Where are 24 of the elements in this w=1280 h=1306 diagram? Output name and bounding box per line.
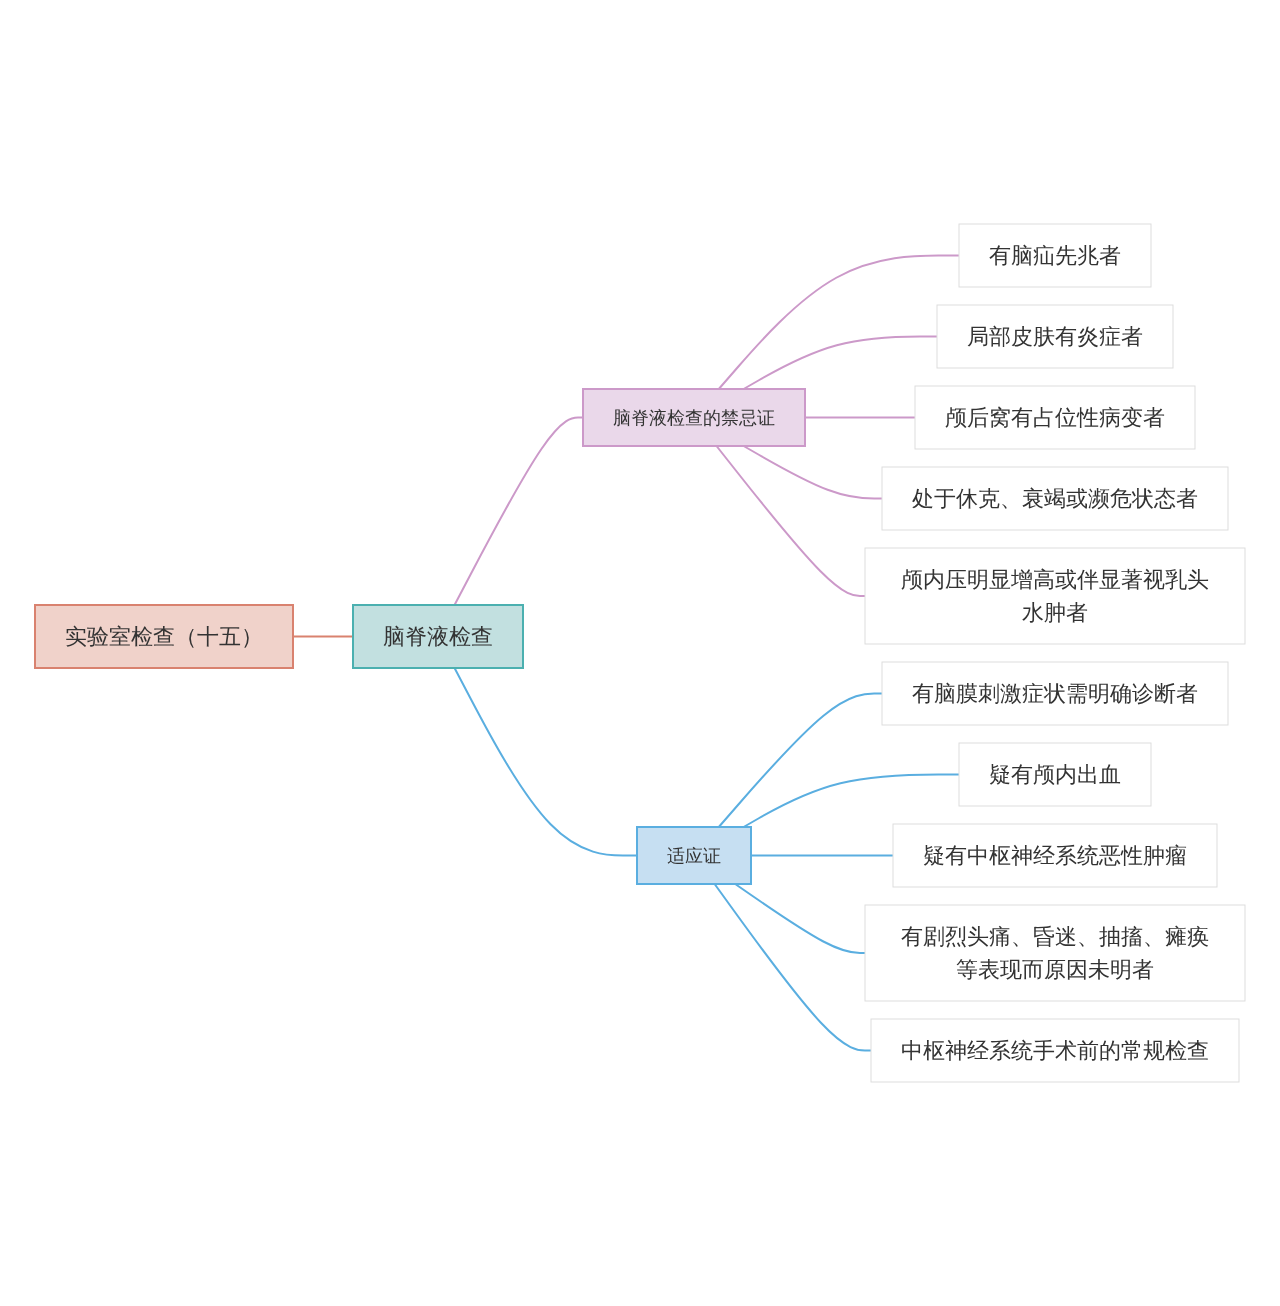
connector xyxy=(715,445,866,597)
node-box: 中枢神经系统手术前的常规检查 xyxy=(870,1018,1240,1083)
connector xyxy=(742,335,938,390)
node-box: 脑脊液检查的禁忌证 xyxy=(582,388,806,447)
node-box: 疑有中枢神经系统恶性肿瘤 xyxy=(892,823,1218,888)
connector xyxy=(734,883,866,954)
node-box: 适应证 xyxy=(636,826,752,885)
connector xyxy=(453,667,638,857)
connector xyxy=(717,254,960,390)
node-box: 有剧烈头痛、昏迷、抽搐、瘫痪等表现而原因未明者 xyxy=(864,904,1246,1002)
node-box: 颅后窝有占位性病变者 xyxy=(914,385,1196,450)
connector xyxy=(717,692,883,828)
connector xyxy=(713,883,872,1052)
node-box: 实验室检查（十五） xyxy=(34,604,294,669)
node-box: 处于休克、衰竭或濒危状态者 xyxy=(881,466,1229,531)
node-box: 脑脊液检查 xyxy=(352,604,524,669)
node-box: 有脑疝先兆者 xyxy=(958,223,1152,288)
node-box: 有脑膜刺激症状需明确诊断者 xyxy=(881,661,1229,726)
connector xyxy=(742,445,883,500)
node-box: 疑有颅内出血 xyxy=(958,742,1152,807)
connector xyxy=(453,416,584,606)
connector xyxy=(742,773,960,828)
node-box: 局部皮肤有炎症者 xyxy=(936,304,1174,369)
node-box: 颅内压明显增高或伴显著视乳头水肿者 xyxy=(864,547,1246,645)
